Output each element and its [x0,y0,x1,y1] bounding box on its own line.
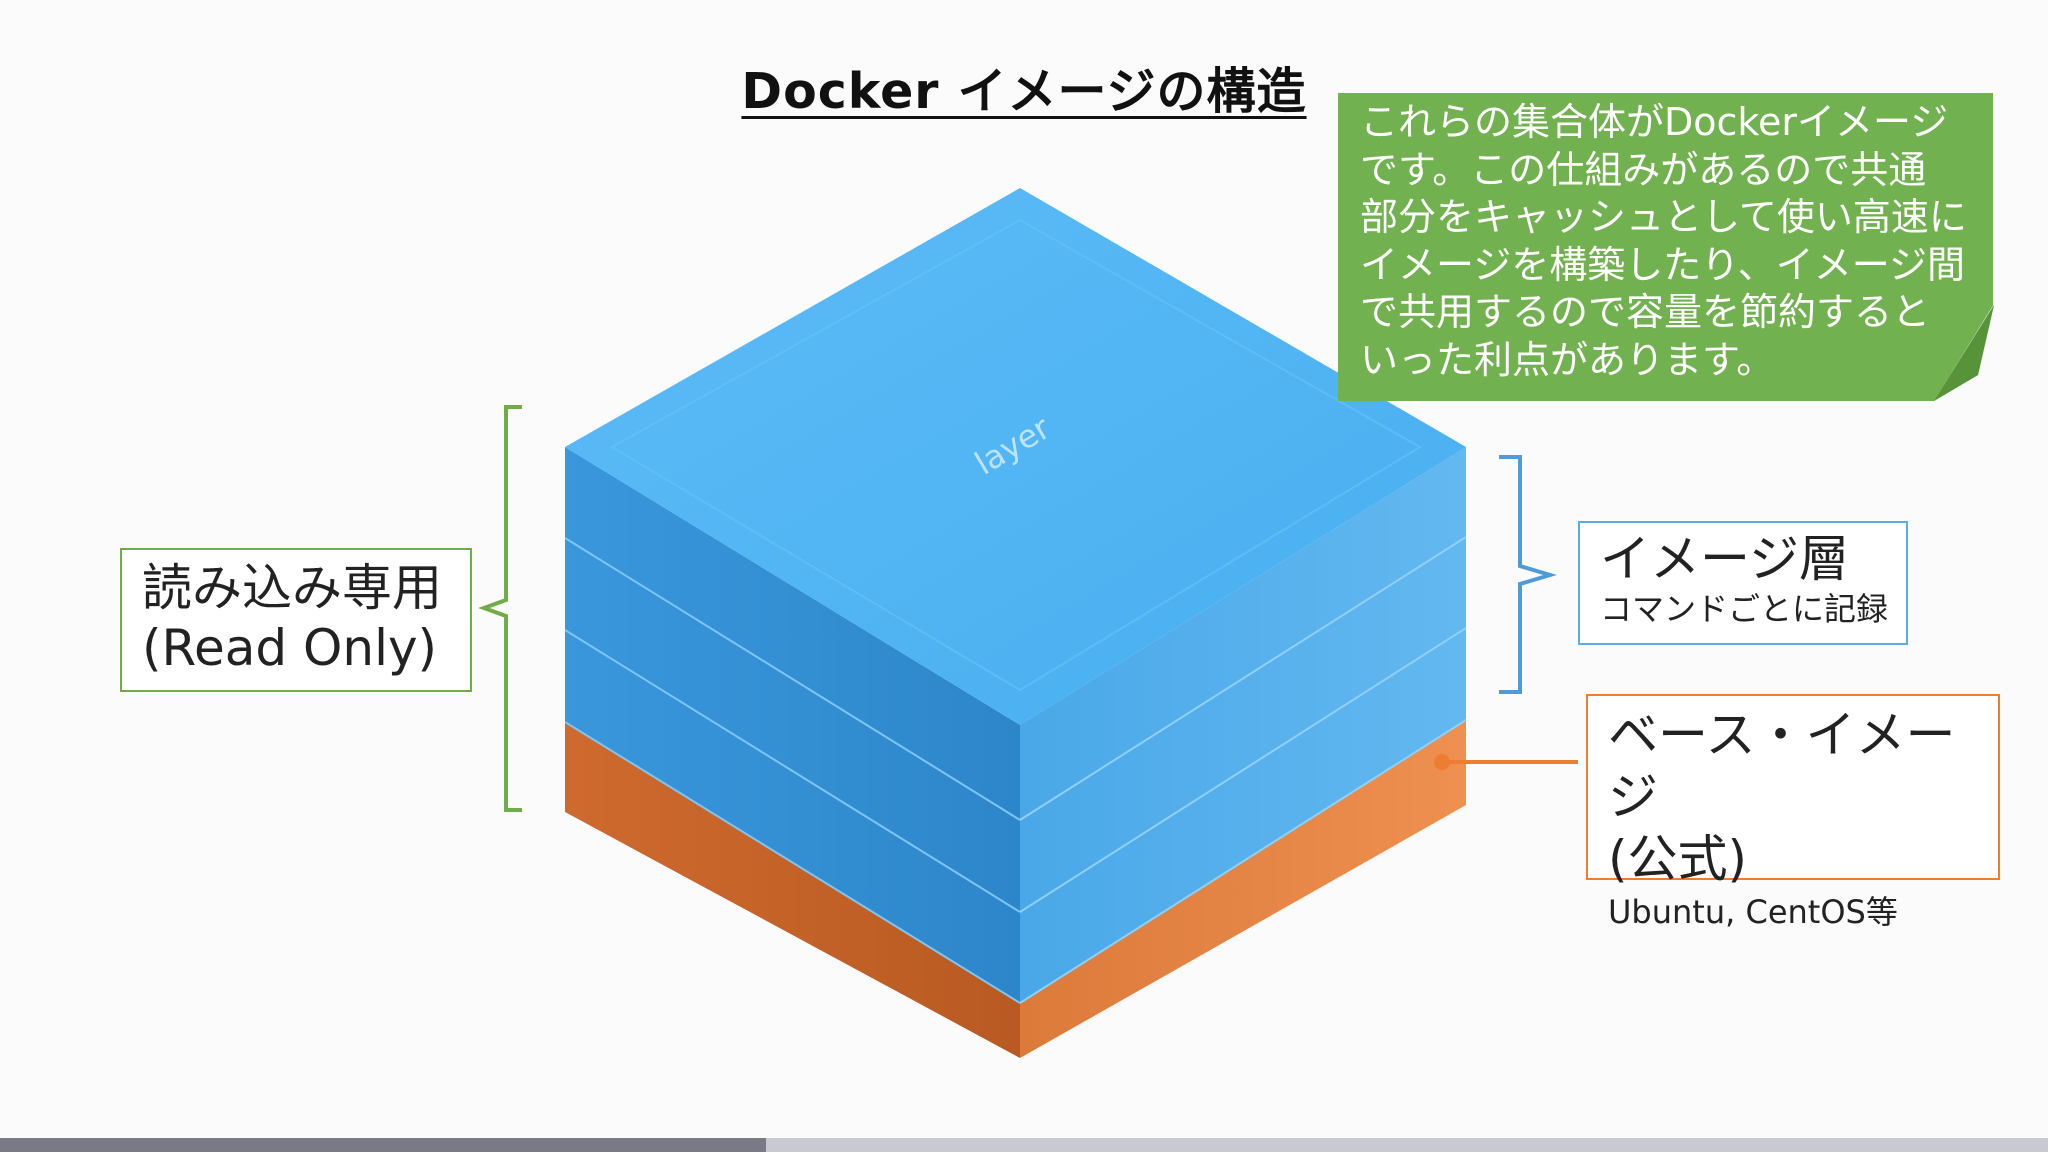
image-layer-1 [564,188,1467,821]
base-image-title: ベース・イメージ [1608,706,1956,826]
image-layer-subtitle: コマンドごとに記録 [1600,590,1889,628]
image-layer-3 [564,628,1467,1004]
note-folded-corner [1934,305,1994,401]
base-image-examples: Ubuntu, CentOS等 [1608,893,1898,931]
playback-progress-bar[interactable] [0,1138,2048,1152]
note-line: これらの集合体がDockerイメージ [1360,100,1949,144]
note-line: いった利点があります。 [1360,337,1775,382]
readonly-label-en: (Read Only) [142,619,438,677]
note-line: 部分をキャッシュとして使い高速に [1360,195,1967,239]
slide-title: Docker イメージの構造 [741,63,1307,120]
image-layer-label-box: イメージ層 コマンドごとに記録 [1578,521,1908,645]
base-image-connector [1434,754,1578,770]
note-line: イメージを構築したり、イメージ間 [1360,242,1965,287]
readonly-label-box: 読み込み専用 (Read Only) [120,548,472,692]
note-line: で共用するので容量を節約すると [1360,290,1931,334]
note-line: です。この仕組みがあるので共通 [1360,147,1927,192]
base-image-official: (公式) [1608,830,1748,888]
image-layer-2 [564,535,1467,913]
image-layer-title: イメージ層 [1600,530,1849,588]
explanation-sticky-note: これらの集合体がDockerイメージ です。この仕組みがあるので共通 部分をキャ… [1338,93,1993,401]
readonly-label-jp: 読み込み専用 [142,559,442,617]
playback-progress-fill [0,1138,766,1152]
image-layer-bracket [1499,455,1557,694]
base-image-label-box: ベース・イメージ (公式) Ubuntu, CentOS等 [1586,694,2000,931]
readonly-bracket [478,405,522,812]
